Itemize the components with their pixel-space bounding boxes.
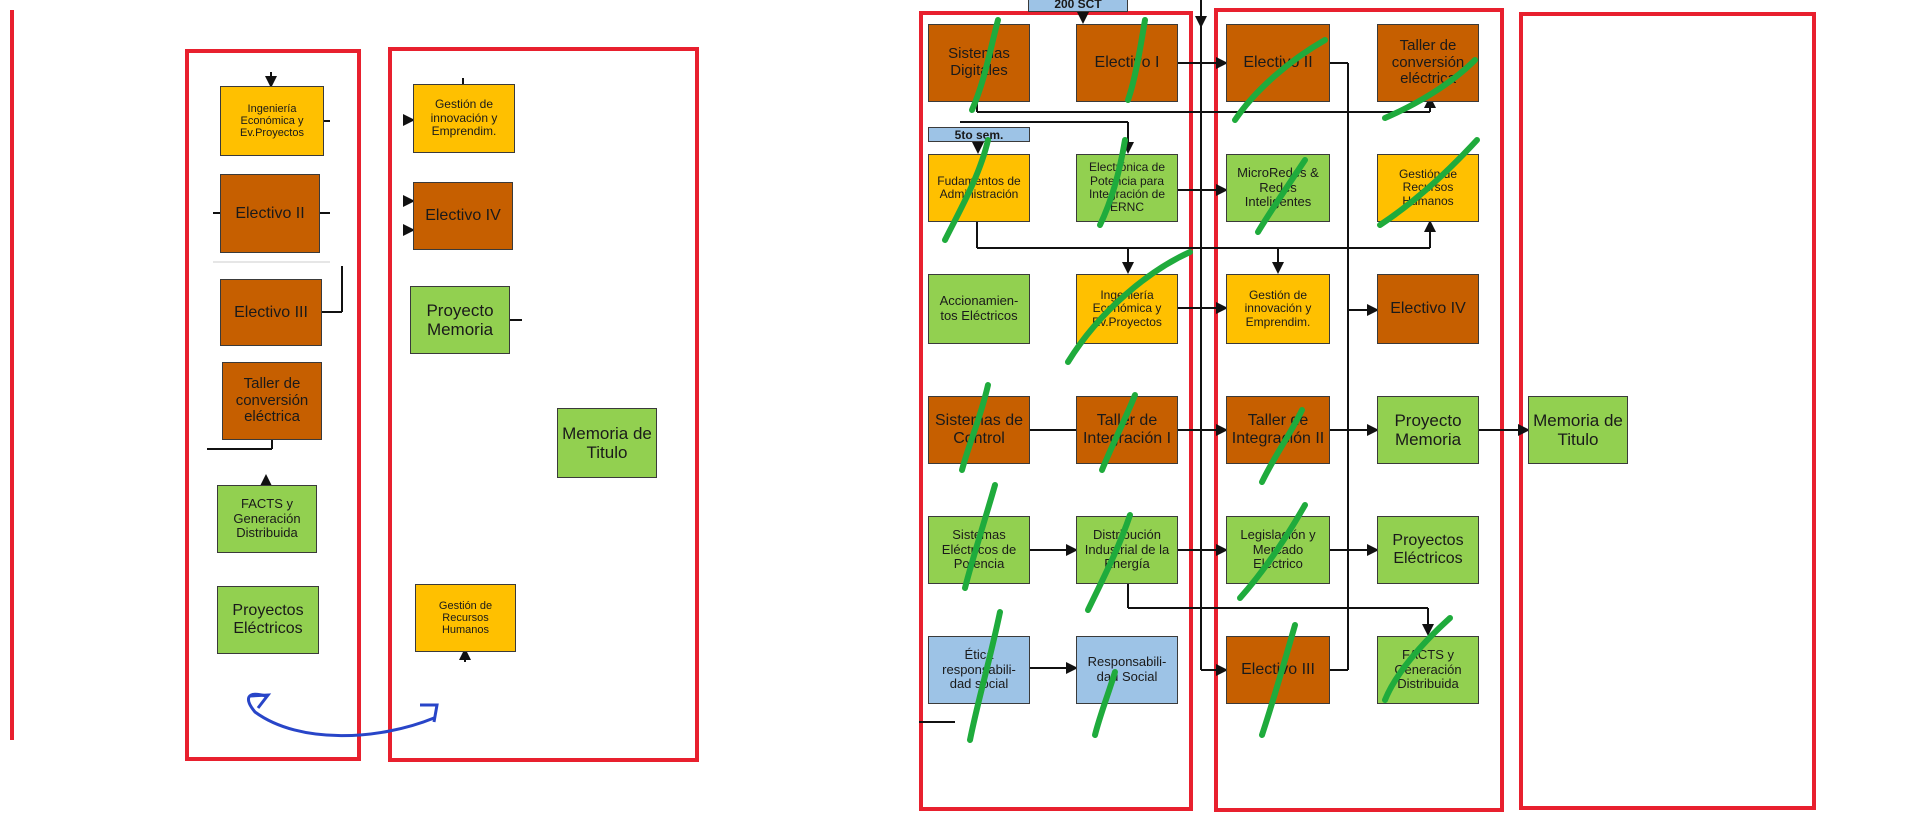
right-col4-box-2: Electivo IV <box>1377 274 1479 344</box>
right-frame-a <box>919 11 1193 811</box>
right-col3-box-0: Electivo II <box>1226 24 1330 102</box>
left-col1-box-4: FACTS y Generación Distribuida <box>217 485 317 553</box>
right-col4-box-3: Proyecto Memoria <box>1377 396 1479 464</box>
left-col1-box-0: Ingeniería Económica y Ev.Proyectos <box>220 86 324 156</box>
right-col4-box-4: Proyectos Eléctricos <box>1377 516 1479 584</box>
right-col1-box-3: Sistemas de Control <box>928 396 1030 464</box>
right-col2-box-0: Electivo I <box>1076 24 1178 102</box>
right-frame-b <box>1214 8 1504 812</box>
left-col1-box-2: Electivo III <box>220 279 322 346</box>
right-col4-box-0: Taller de conversión eléctrica <box>1377 24 1479 102</box>
left-frame-edge <box>10 10 18 740</box>
left-col1-box-5: Proyectos Eléctricos <box>217 586 319 654</box>
label-5to-sem: 5to sem. <box>928 127 1030 142</box>
right-col2-box-1: Electrónica de Potencia para Integración… <box>1076 154 1178 222</box>
left-frame-col1 <box>185 49 361 761</box>
right-col3-box-1: MicroRedes & Redes Inteligentes <box>1226 154 1330 222</box>
left-col2-box-2: Proyecto Memoria <box>410 286 510 354</box>
left-col2-box-0: Gestión de innovación y Emprendim. <box>413 84 515 153</box>
right-col2-box-5: Responsabili- dad Social <box>1076 636 1178 704</box>
label-200-sct: 200 SCT <box>1028 0 1128 12</box>
right-col3-box-2: Gestión de innovación y Emprendim. <box>1226 274 1330 344</box>
left-col2-box-4: Gestión de Recursos Humanos <box>415 584 516 652</box>
left-col2-box-3: Memoria de Titulo <box>557 408 657 478</box>
right-col2-box-2: Ingeniería Económica y Ev.Proyectos <box>1076 274 1178 344</box>
left-col1-box-3: Taller de conversión eléctrica <box>222 362 322 440</box>
right-frame-c <box>1519 12 1816 810</box>
right-col1-box-0: Sistemas Digitales <box>928 24 1030 102</box>
right-col1-box-4: Sistemas Eléctricos de Potencia <box>928 516 1030 584</box>
left-col2-box-1: Electivo IV <box>413 182 513 250</box>
left-col1-box-1: Electivo II <box>220 174 320 253</box>
right-col1-box-2: Accionamien- tos Eléctricos <box>928 274 1030 344</box>
right-col5-box-0: Memoria de Titulo <box>1528 396 1628 464</box>
right-col1-box-1: Fudamentos de Administración <box>928 154 1030 222</box>
left-frame-col2 <box>388 47 699 762</box>
right-col4-box-5: FACTS y Generación Distribuida <box>1377 636 1479 704</box>
